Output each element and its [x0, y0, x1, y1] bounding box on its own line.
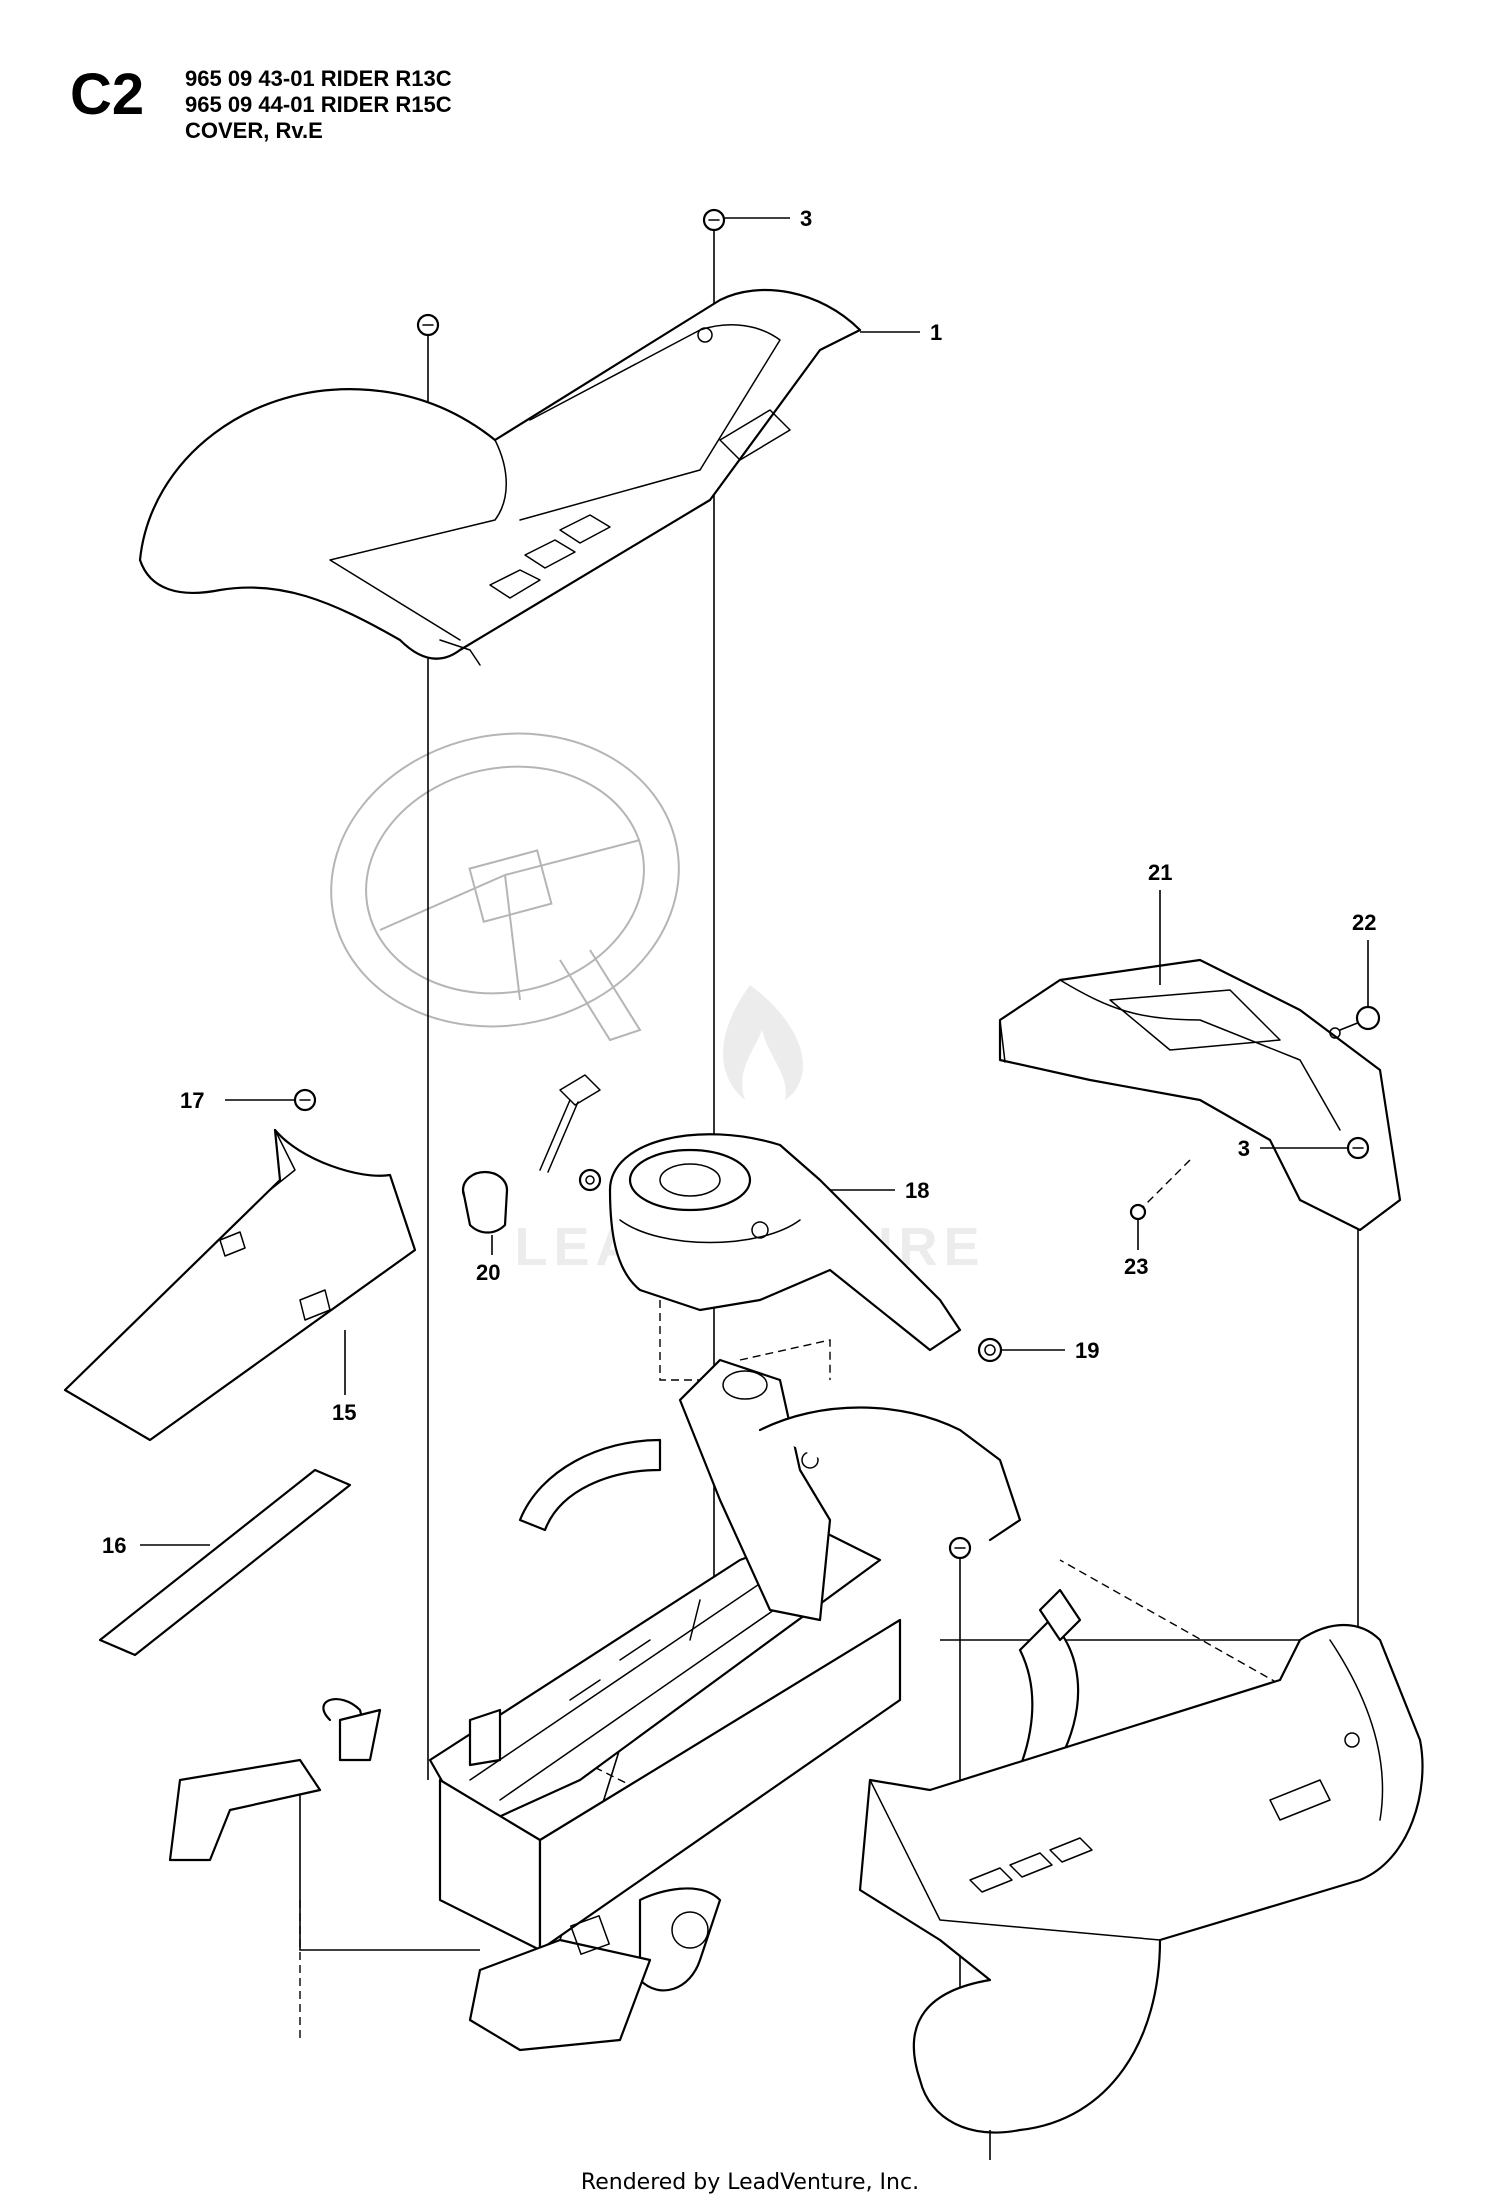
side-plate: [63, 1128, 417, 1442]
parts-diagram: LEADVENTURE: [63, 206, 1424, 2160]
nut-18-left: [578, 1168, 602, 1192]
rear-fender-cover: [138, 288, 862, 666]
section-code: C2: [70, 62, 145, 127]
spring-nut: [539, 1074, 601, 1173]
callouts: 3 1 21 22 17 18 20 23 19 15 16 3 2: [102, 206, 1376, 1558]
callout-1: 1: [930, 320, 942, 345]
screw-17: [293, 1088, 317, 1112]
callout-3-top: 3: [800, 206, 812, 231]
diagram-title: COVER, Rv.E: [185, 118, 323, 143]
model-line-2: 965 09 44-01 RIDER R15C: [185, 92, 452, 117]
model-line-1: 965 09 43-01 RIDER R13C: [185, 66, 452, 91]
front-fender-cover: [858, 1623, 1424, 2134]
callout-23: 23: [1124, 1254, 1148, 1279]
footer-credit: Rendered by LeadVenture, Inc.: [580, 2170, 920, 2195]
callout-20: 20: [476, 1260, 500, 1285]
screw-3-bottom: [1346, 1136, 1370, 1160]
decal-strip: [98, 1468, 352, 1657]
washer-23: [1129, 1203, 1147, 1221]
screw-top-left: [416, 313, 440, 337]
chassis-frame: [168, 1358, 1082, 2052]
callout-15: 15: [332, 1400, 356, 1425]
nut-19: [977, 1337, 1003, 1363]
hardware: [293, 208, 1381, 1560]
steering-wheel-ghost: [330, 732, 680, 1042]
callout-19: 19: [1075, 1338, 1099, 1363]
watermark-flame-icon: [723, 985, 803, 1100]
callout-17: 17: [180, 1088, 204, 1113]
callout-21: 21: [1148, 860, 1172, 885]
steering-column-housing: [608, 1133, 962, 1352]
callout-16: 16: [102, 1533, 126, 1558]
top-cover: [998, 958, 1402, 1232]
callout-18: 18: [905, 1178, 929, 1203]
screw-bottom-mid: [948, 1536, 972, 1560]
leader-lines: [140, 217, 1369, 2160]
pin-22: [1329, 1005, 1381, 1039]
callout-3-bottom: 3: [1238, 1136, 1250, 1161]
screw-3-top: [702, 208, 726, 232]
knob-cap: [461, 1170, 509, 1234]
callout-22: 22: [1352, 910, 1376, 935]
